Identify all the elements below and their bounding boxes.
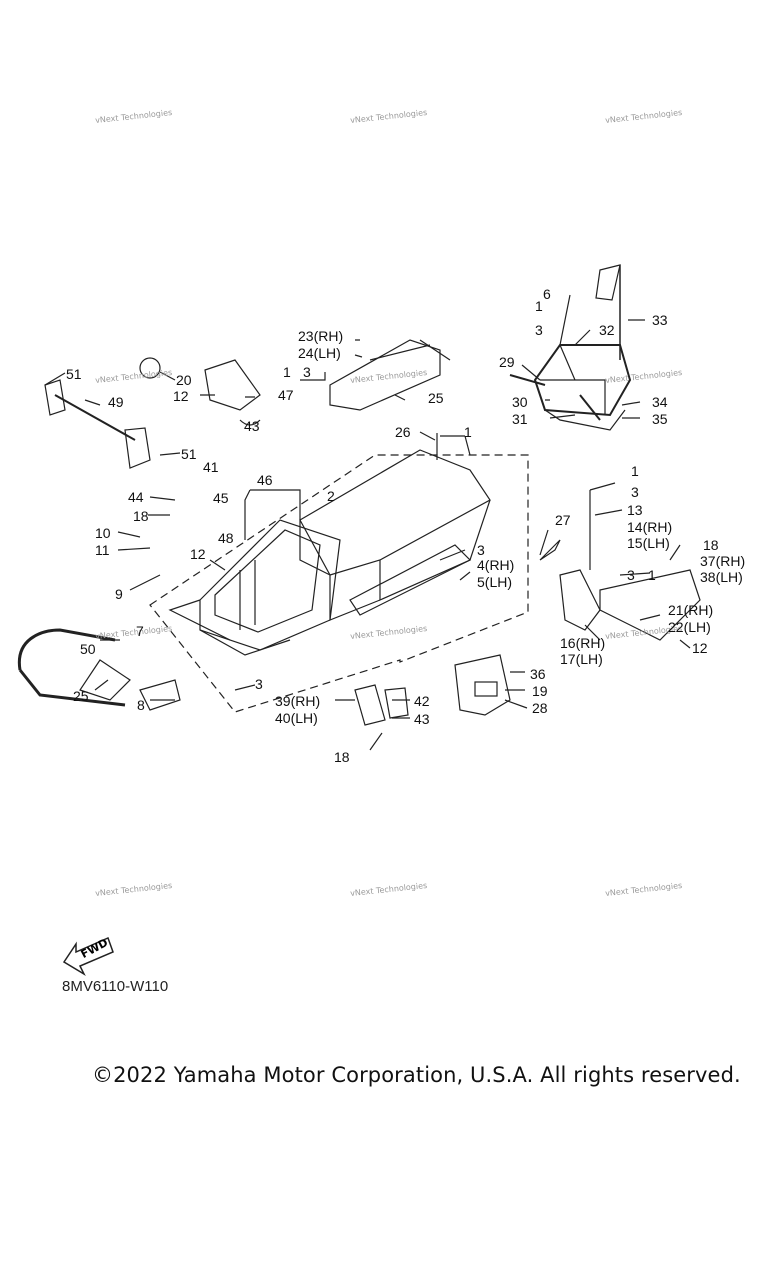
callout: 39(RH) [275,693,321,709]
callout: 34 [652,394,668,410]
callout: 8 [137,697,145,713]
callout: 19 [532,683,548,699]
frame-tunnel [299,449,491,576]
callout: 2 [327,488,335,504]
arm-21 [599,569,701,641]
callout: 41 [203,459,219,475]
callout: 23(RH) [298,328,344,344]
callout: 1 [648,567,656,583]
callout: 24(LH) [298,345,341,361]
callout: 16(RH) [560,635,606,651]
callout: 3 [255,676,263,692]
callout: 37(RH) [700,553,746,569]
callout: 15(LH) [627,535,670,551]
callout: 25 [73,688,89,704]
steering-rod [54,394,136,441]
pad-27 [539,539,561,561]
callout: 49 [108,394,124,410]
callout: 6 [543,286,551,302]
label-28 [474,681,498,697]
callout: 22(LH) [668,619,711,635]
callout: 11 [95,542,110,558]
callout: 18 [703,537,719,553]
callout: 31 [512,411,528,427]
bracket-39 [354,684,386,726]
callout: 29 [499,354,515,370]
cover-19 [454,654,511,716]
plate-16 [559,569,601,631]
callout: 13 [627,502,643,518]
callout: 3 [535,322,543,338]
diagram-code: 8MV6110-W110 [62,978,169,995]
callout: 3 [477,542,485,558]
callout: 40(LH) [275,710,318,726]
callout: 42 [414,693,430,709]
running-board [349,544,472,616]
callout: 33 [652,312,668,328]
callout: 21(RH) [668,602,714,618]
callout: 44 [128,489,144,505]
callout: 30 [512,394,528,410]
bracket-47 [204,359,261,411]
callout: 3 [303,364,311,380]
callout: 43 [414,711,430,727]
copyright-notice: ©2022 Yamaha Motor Corporation, U.S.A. A… [92,1063,741,1087]
callout: 18 [133,508,149,524]
callout: 46 [257,472,273,488]
callout: 27 [555,512,571,528]
callout: 25 [428,390,444,406]
callout: 18 [334,749,350,765]
callout: 1 [535,298,543,314]
callout: 5(LH) [477,574,513,590]
callout: 51 [181,446,197,462]
callout: 1 [464,424,472,440]
callout: 32 [599,322,615,338]
callout: 3 [627,567,635,583]
side-rail-23 [329,339,441,411]
callout: 20 [176,372,192,388]
callout: 9 [115,586,123,602]
flag [595,264,621,301]
frame-assembly-box [149,454,529,713]
callout: 17(LH) [560,651,603,667]
fwd-arrow [62,936,114,976]
callout: 12 [692,640,708,656]
callout: 26 [395,424,411,440]
callout: 12 [173,388,189,404]
callout: 28 [532,700,548,716]
callout: 1 [283,364,291,380]
callout: 12 [190,546,206,562]
callout: 7 [136,623,144,639]
callout: 3 [631,484,639,500]
callout: 10 [95,525,111,541]
callout: 43 [244,418,260,434]
callout: 45 [213,490,229,506]
callout: 48 [218,530,234,546]
callout: 38(LH) [700,569,743,585]
callout: 50 [80,641,96,657]
rear-bumper [17,628,116,671]
callout: 4(RH) [477,557,515,573]
clip-20 [139,357,161,379]
callout: 36 [530,666,546,682]
callout: 47 [278,387,294,403]
callout: 35 [652,411,668,427]
callout: 14(RH) [627,519,673,535]
callout: 51 [66,366,82,382]
callout: 1 [631,463,639,479]
